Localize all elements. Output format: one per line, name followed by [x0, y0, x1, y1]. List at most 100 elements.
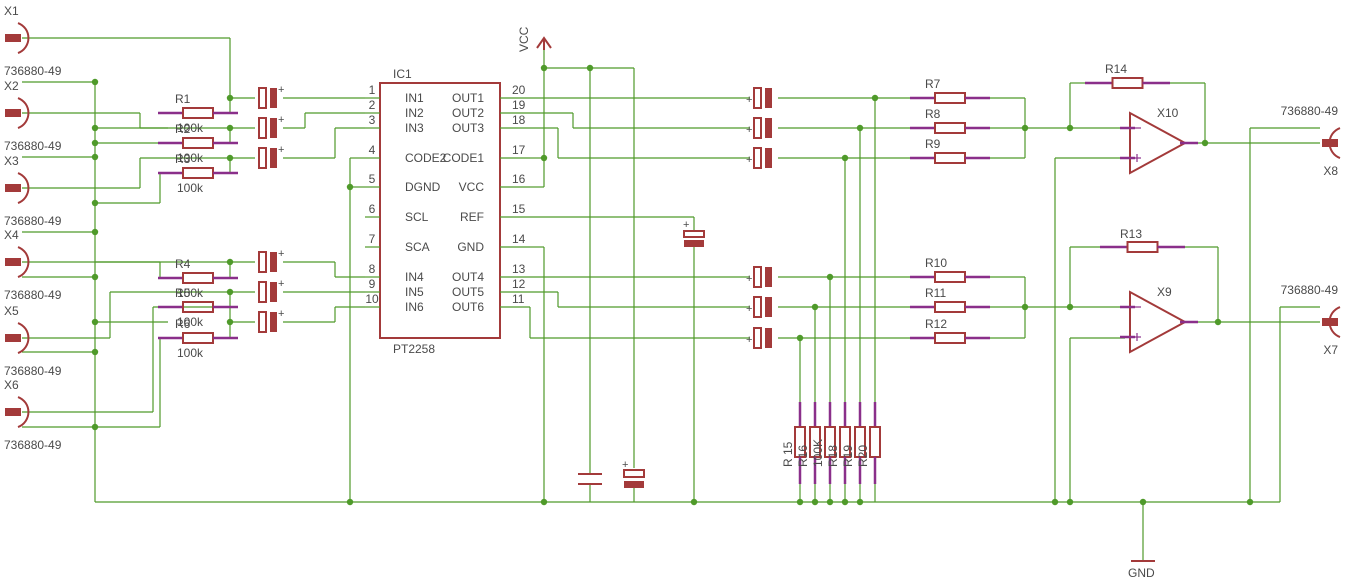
- resistor-ref: 100K: [811, 439, 825, 467]
- resistor-ref: R18: [826, 445, 840, 467]
- output-capacitor: +: [746, 117, 772, 139]
- plus-mark: +: [746, 154, 752, 166]
- ic-pin-number: 8: [369, 262, 376, 276]
- resistor-ref: R5: [175, 286, 191, 300]
- mix-resistor-r9: R9: [910, 137, 990, 164]
- connector-part: 736880-49: [4, 288, 62, 302]
- ic-pin-number: 20: [512, 83, 526, 97]
- left-connectors: X1736880-49X2736880-49X3736880-49X473688…: [4, 4, 62, 452]
- plus-mark: +: [746, 124, 752, 136]
- bottom-resistor-17: 100K: [811, 402, 836, 484]
- ic-pin-number: 17: [512, 143, 526, 157]
- resistor-ref: R20: [856, 445, 870, 467]
- resistor-ref: R9: [925, 137, 941, 151]
- ic-pin-name: OUT6: [452, 300, 484, 314]
- ic-part-label: PT2258: [393, 342, 435, 356]
- input-capacitor: +: [258, 84, 284, 109]
- resistor-ref: R2: [175, 122, 191, 136]
- connector-x4: X4 736880-49: [4, 228, 62, 302]
- bottom-resistor-20: R20: [856, 402, 881, 484]
- connector-ref: X6: [4, 378, 19, 392]
- ic-pin-number: 2: [369, 98, 376, 112]
- ic-pins: 1IN12IN23IN34CODE25DGND6SCL7SCA8IN49IN51…: [365, 83, 530, 314]
- ic-pin-number: 13: [512, 262, 526, 276]
- ic-pin-name: OUT3: [452, 121, 484, 135]
- plus-mark: +: [746, 273, 752, 285]
- input-capacitor: +: [258, 308, 284, 333]
- ic-pin-number: 12: [512, 277, 526, 291]
- ic-pin-number: 11: [512, 292, 525, 306]
- ic-pin-name: GND: [457, 240, 484, 254]
- plus-mark: +: [746, 303, 752, 315]
- mix-resistor-r10: R10: [910, 256, 990, 283]
- opamp-ref: X9: [1157, 285, 1172, 299]
- ic-pin-name: CODE1: [443, 151, 485, 165]
- plus-mark: +: [278, 84, 284, 96]
- resistor-value: 100k: [177, 181, 204, 195]
- resistor-ref: R11: [925, 286, 946, 300]
- opamp-ref: X10: [1157, 106, 1179, 120]
- ic-ref-label: IC1: [393, 67, 412, 81]
- resistor-ref: R14: [1105, 62, 1127, 76]
- resistor-ref: R6: [175, 317, 191, 331]
- bottom-resistor-19: R19: [841, 402, 866, 484]
- bottom-resistor-15: R 15: [781, 402, 806, 484]
- opamp-x9: X9: [1120, 285, 1198, 354]
- connector-part: 736880-49: [1281, 283, 1339, 297]
- ic-pin-name: SCL: [405, 210, 429, 224]
- plus-mark: +: [683, 219, 689, 231]
- resistor-ref: R12: [925, 317, 947, 331]
- plus-mark: +: [278, 114, 284, 126]
- vcc-symbol: VCC: [517, 26, 552, 52]
- plus-mark: +: [278, 278, 284, 290]
- ic-pin-number: 6: [369, 202, 376, 216]
- ic-pin-number: 5: [369, 172, 376, 186]
- ic-pin-number: 7: [369, 232, 376, 246]
- resistor-ref: R8: [925, 107, 941, 121]
- resistor-value: 100k: [177, 286, 204, 300]
- resistor-ref: R7: [925, 77, 941, 91]
- input-capacitors: + + + + + +: [258, 84, 284, 333]
- ic-pin-number: 15: [512, 202, 526, 216]
- plus-mark: +: [278, 144, 284, 156]
- connector-ref: X4: [4, 228, 19, 242]
- input-capacitor: +: [258, 248, 284, 273]
- output-capacitor: +: [746, 87, 772, 109]
- resistor-ref: R10: [925, 256, 947, 270]
- ic-pin-number: 16: [512, 172, 526, 186]
- plus-mark: +: [622, 459, 628, 471]
- junctions: [91, 64, 1254, 506]
- resistor-ref: R3: [175, 152, 191, 166]
- opamp-x10: X10: [1120, 106, 1198, 175]
- wires: [22, 37, 1320, 560]
- output-capacitor: +: [746, 147, 772, 169]
- connector-ref: X7: [1323, 343, 1338, 357]
- connector-ref: X2: [4, 79, 19, 93]
